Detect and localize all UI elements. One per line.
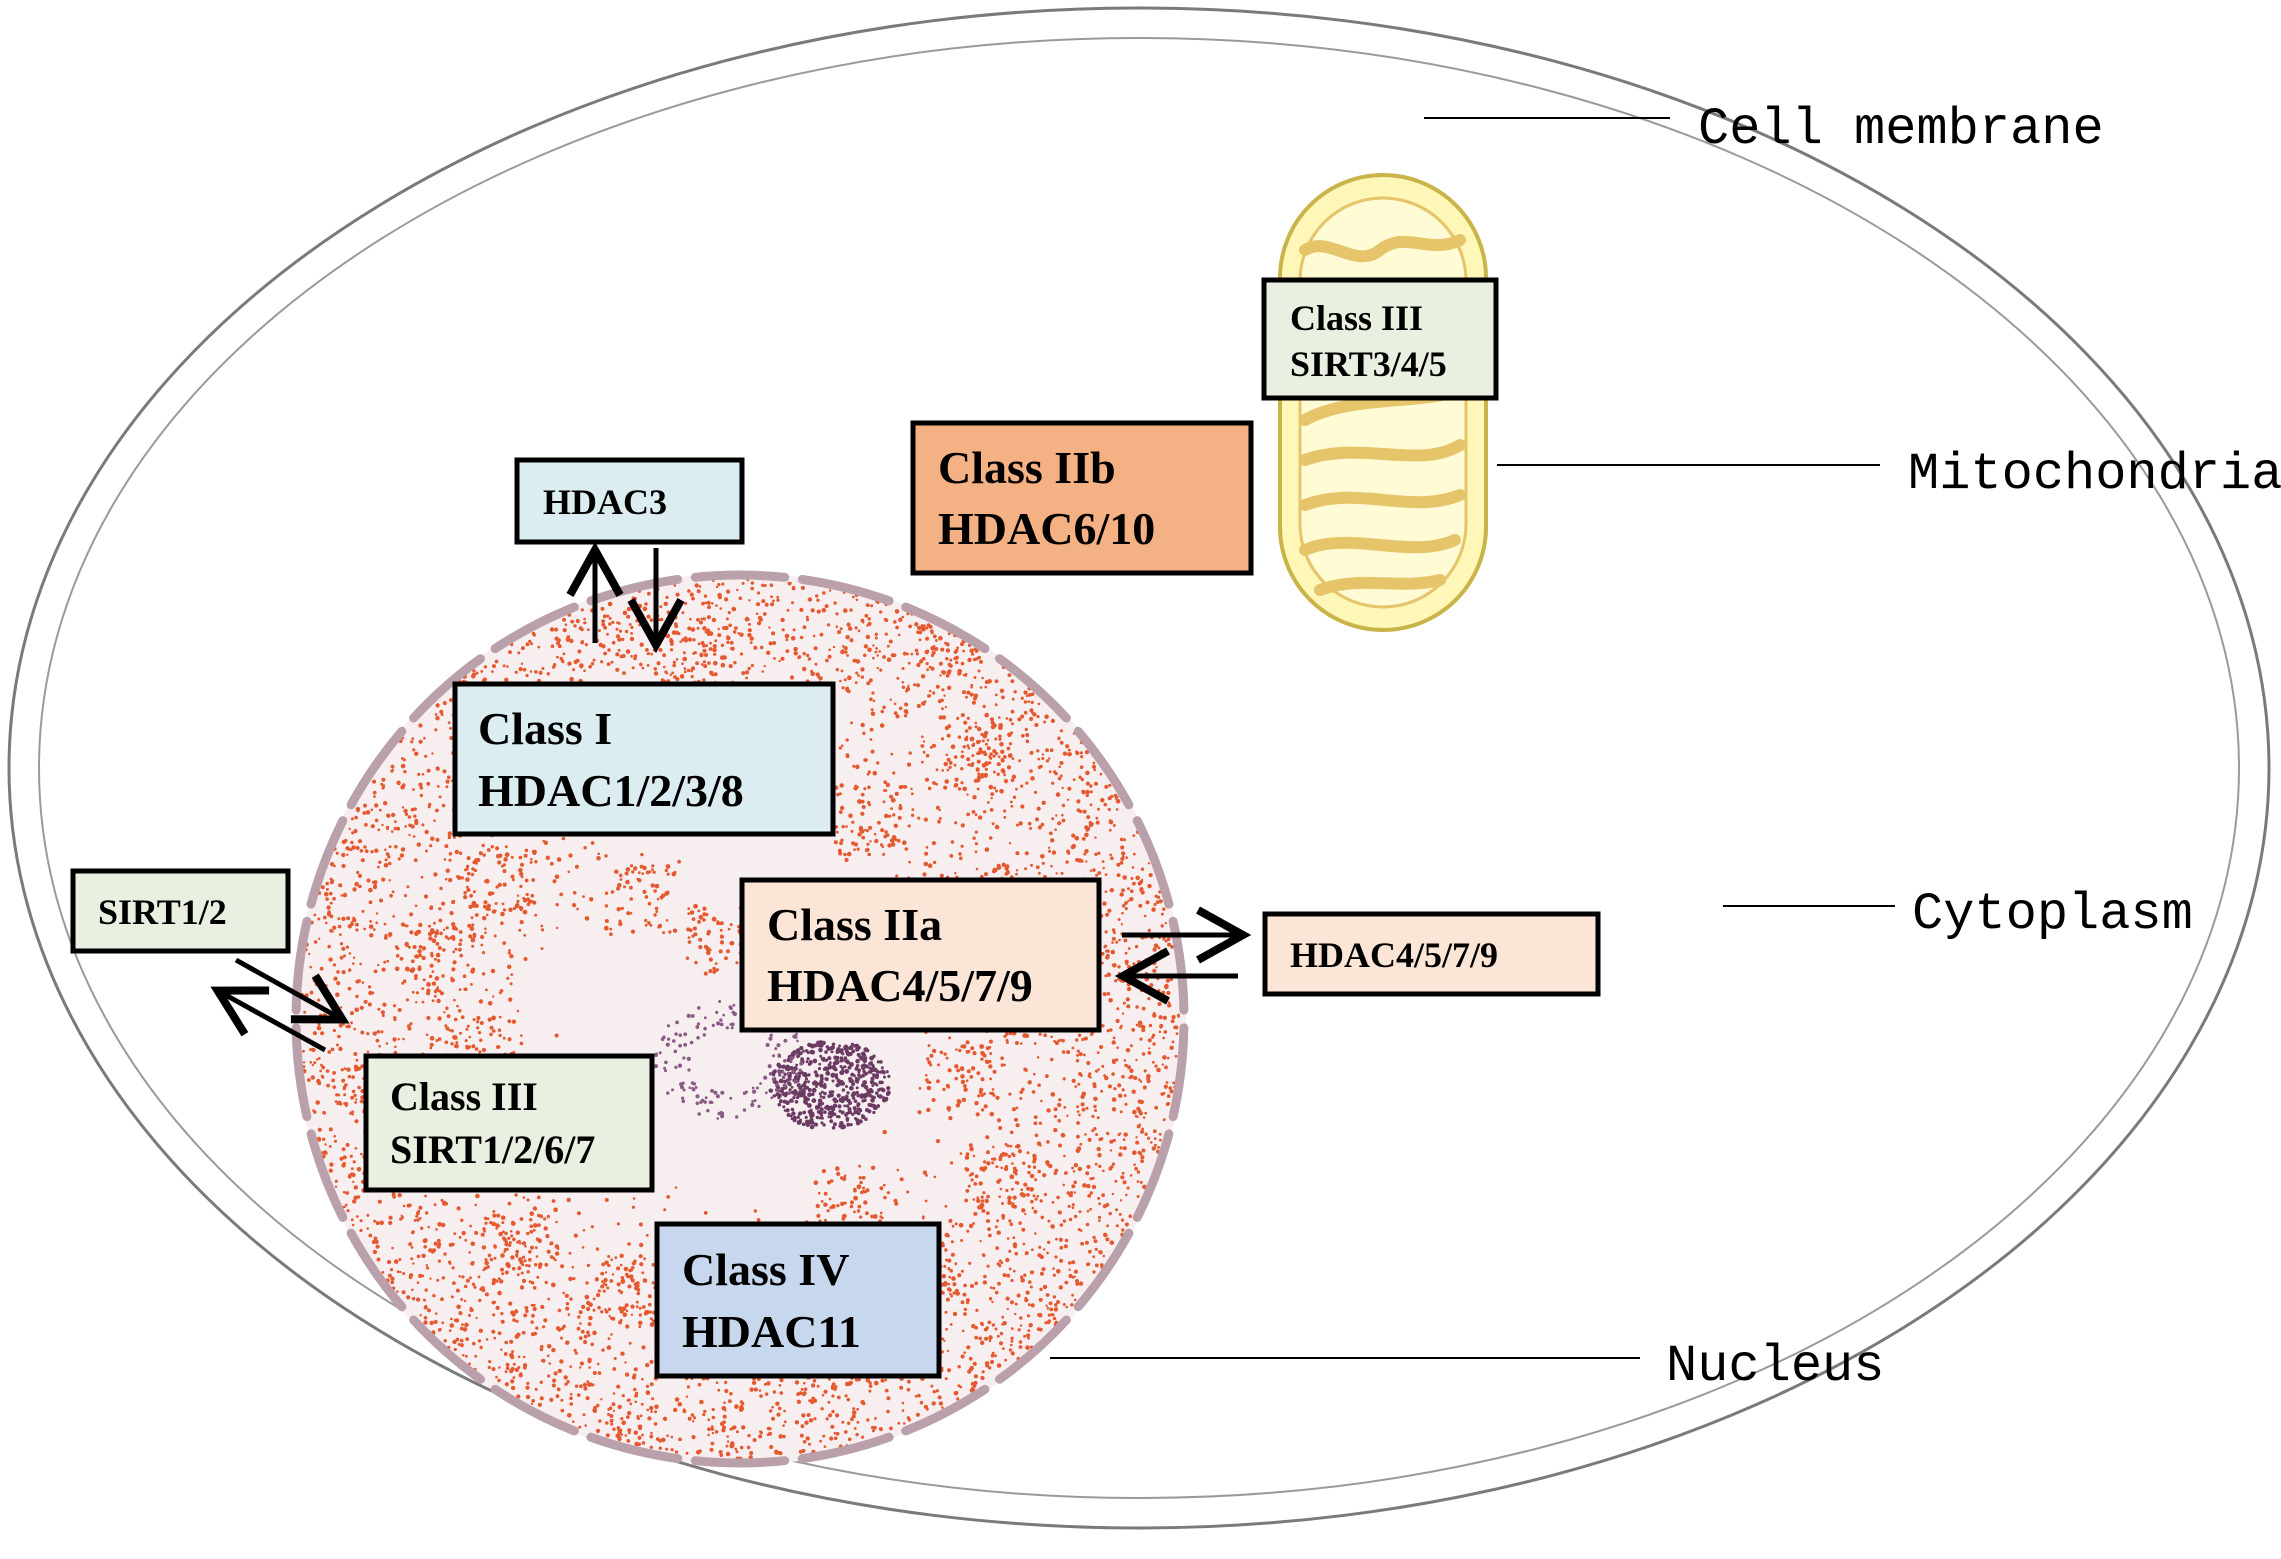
- class2b-title: Class IIb: [938, 442, 1116, 493]
- class1-box: Class I HDAC1/2/3/8: [452, 681, 836, 837]
- nuc-class3-members: SIRT1/2/6/7: [390, 1127, 595, 1172]
- class2a-box: Class IIa HDAC4/5/7/9: [739, 877, 1102, 1033]
- class2b-members: HDAC6/10: [938, 503, 1155, 554]
- mito-class3-members: SIRT3/4/5: [1290, 344, 1447, 384]
- sirt-export-arrow: [210, 986, 327, 1053]
- class2a-members: HDAC4/5/7/9: [767, 960, 1033, 1011]
- hdac4579-label: HDAC4/5/7/9: [1290, 935, 1498, 975]
- mitochondrion: [1278, 173, 1488, 632]
- class4-box: Class IV HDAC11: [654, 1221, 942, 1379]
- nuclear-envelope: [291, 570, 1189, 1468]
- class4-members: HDAC11: [682, 1306, 861, 1357]
- cytoplasm-label: Cytoplasm: [1912, 885, 2193, 944]
- class2b-box: Class IIb HDAC6/10: [910, 420, 1254, 576]
- nucleus-label: Nucleus: [1666, 1337, 1884, 1396]
- hdac3-label: HDAC3: [543, 482, 667, 522]
- mitochondrion-cristae: [1299, 234, 1466, 596]
- class1-members: HDAC1/2/3/8: [478, 765, 744, 816]
- sirt-import-arrow: [234, 957, 350, 1024]
- arrows: [210, 541, 1252, 1053]
- hdac4579-box: HDAC4/5/7/9: [1262, 911, 1601, 997]
- sirt12-label: SIRT1/2: [98, 892, 227, 932]
- mitochondria-label: Mitochondria: [1908, 445, 2281, 504]
- cell-membrane-inner: [38, 37, 2240, 1499]
- chromatin-dots: [300, 579, 1180, 1459]
- sirt12-box: SIRT1/2: [70, 868, 291, 954]
- cell-membrane-label: Cell membrane: [1698, 100, 2104, 159]
- class1-title: Class I: [478, 703, 612, 754]
- mito-class3-box: Class III SIRT3/4/5: [1261, 277, 1499, 401]
- hdac3-box: HDAC3: [514, 457, 745, 545]
- cell-membrane-outer: [7, 6, 2271, 1530]
- nuc-class3-box: Class III SIRT1/2/6/7: [363, 1053, 655, 1193]
- mito-class3-title: Class III: [1290, 298, 1423, 338]
- class4-title: Class IV: [682, 1244, 849, 1295]
- nuc-class3-title: Class III: [390, 1074, 538, 1119]
- class2a-title: Class IIa: [767, 899, 942, 950]
